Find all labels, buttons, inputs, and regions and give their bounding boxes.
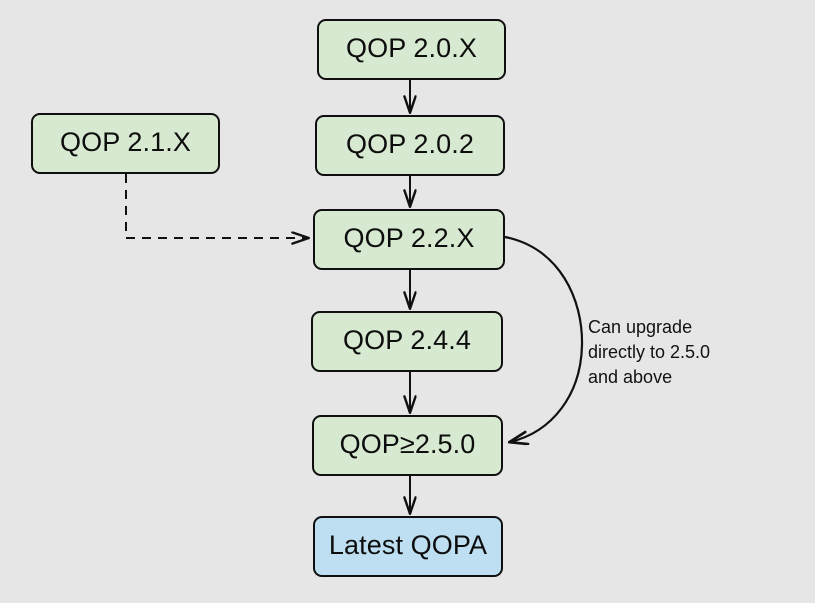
edge-qop22x-to-qop250-curved (504, 235, 584, 442)
node-qop-2-0-2[interactable]: QOP 2.0.2 (315, 115, 505, 176)
node-label: QOP 2.2.X (343, 223, 475, 253)
node-qop-2-1-x[interactable]: QOP 2.1.X (31, 113, 220, 174)
edge-label-upgrade-note: Can upgrade directly to 2.5.0 and above (588, 317, 711, 387)
node-label: QOP 2.0.2 (346, 129, 474, 159)
node-label: Latest QOPA (328, 530, 488, 560)
node-qop-2-0-x[interactable]: QOP 2.0.X (317, 19, 506, 80)
node-label: QOP 2.4.4 (343, 325, 471, 355)
node-latest-qopa[interactable]: Latest QOPA (313, 516, 503, 577)
node-label: QOP 2.0.X (346, 33, 477, 63)
node-label: QOP≥2.5.0 (339, 429, 476, 459)
node-qop-2-4-4[interactable]: QOP 2.4.4 (311, 311, 503, 372)
node-qop-2-2-x[interactable]: QOP 2.2.X (313, 209, 505, 270)
edge-qop21x-to-qop22x-dashed (125, 174, 308, 238)
node-label: QOP 2.1.X (60, 127, 191, 157)
node-qop-ge-2-5-0[interactable]: QOP≥2.5.0 (312, 415, 503, 476)
